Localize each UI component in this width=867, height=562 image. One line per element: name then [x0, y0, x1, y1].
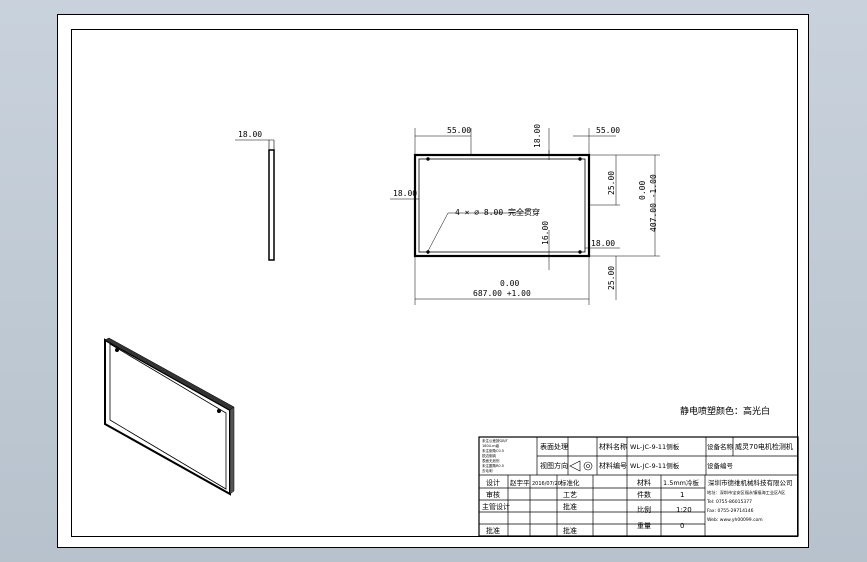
tb-approve2-label: 批准	[486, 526, 500, 535]
tb-equipment-no-label: 设备编号	[707, 461, 734, 470]
tb-partno: WL-JC-9-11侧板	[630, 461, 680, 470]
tb-design-date: 2016/07/20	[532, 481, 561, 487]
hole-bottom-right	[578, 250, 582, 254]
front-view-inner	[418, 158, 586, 253]
side-view-part	[268, 149, 275, 261]
tb-chief-label: 主管设计	[482, 502, 510, 511]
tb-note-5: 表面无划伤	[482, 458, 500, 463]
tb-address: 地址：深圳市宝安区福永镇福海工业区A区	[707, 489, 785, 496]
tb-version-label: 标准化	[560, 478, 580, 487]
projection-symbol-icon	[569, 460, 593, 472]
tb-web: Web: www.yh00099.com	[707, 517, 763, 523]
hole-callout: 4 × ⌀ 8.00 完全贯穿	[455, 207, 540, 217]
tb-equipment-name: 威灵70电机检测机	[735, 442, 793, 451]
drawing-sheet	[57, 14, 809, 548]
dim-width-total: 687.00 +1.00	[473, 289, 531, 298]
dim-right-25-top: 25.00	[607, 171, 616, 195]
tb-scale: 1:20	[676, 506, 692, 514]
tb-count-label: 件数	[637, 490, 651, 499]
tb-count: 1	[680, 491, 684, 499]
title-block	[478, 436, 799, 537]
tb-weight-label: 重量	[637, 522, 651, 530]
dim-top-left: 55.00	[447, 126, 471, 135]
dim-vertical-small-bottom: 16.00	[541, 221, 550, 245]
tb-tel: Tel: 0755-86015377	[706, 499, 752, 505]
dim-width-tol: 0.00	[500, 279, 519, 288]
dim-top-right: 55.00	[596, 126, 620, 135]
hole-bottom-left	[426, 250, 430, 254]
hole-top-right	[578, 157, 582, 161]
tb-approve-label: 批准	[563, 502, 577, 511]
tb-check-label: 审核	[486, 490, 500, 499]
tb-approve3-label: 批准	[563, 526, 577, 535]
front-view	[390, 128, 660, 305]
side-view	[235, 139, 275, 261]
iso-hole-1	[115, 348, 119, 352]
finish-note: 静电喷塑颜色：高光白	[680, 405, 770, 417]
tb-fax: Fax: 0755-29714146	[707, 508, 754, 514]
tb-surface-label: 表面处理	[540, 442, 568, 451]
tb-company: 深圳市德维机械科技有限公司	[708, 478, 793, 487]
dim-vertical-small-top: 18.00	[533, 124, 542, 148]
tb-craft-label: 工艺	[563, 491, 577, 499]
tb-design-name: 赵宇平	[510, 478, 530, 487]
tb-note-2: 1804-m级	[482, 443, 500, 448]
tb-material-label: 材料名称	[599, 442, 627, 451]
tb-weight: 0	[680, 522, 684, 530]
dim-height-total: 407.00 -1.00	[649, 174, 658, 232]
isometric-view	[104, 337, 235, 496]
tb-spec: 1.5mm冷板	[663, 478, 700, 487]
tb-note-7: 去毛刺	[482, 468, 493, 473]
tb-note-3: 未注倒角C0.5	[482, 448, 504, 453]
tb-standard-label: 视图方向	[540, 461, 568, 470]
tb-material-code: WL-JC-9-11侧板	[630, 442, 680, 451]
dim-height-tol: 0.00	[638, 181, 647, 200]
tb-note-6: 未注圆角R0.5	[482, 463, 504, 468]
tb-partno-label: 材料编号	[599, 461, 627, 470]
hole-top-left	[426, 157, 430, 161]
tb-scale-label: 比例	[637, 505, 651, 514]
tb-note-4: 锐边倒钝	[482, 453, 496, 458]
dim-right-inset: 18.00	[591, 239, 615, 248]
tb-note-1: 未注公差按GB/T	[482, 438, 509, 443]
tb-design-label: 设计	[486, 478, 500, 487]
dim-side-thickness: 18.00	[238, 130, 262, 139]
iso-hole-2	[217, 409, 221, 413]
dim-left-inset: 18.00	[393, 189, 417, 198]
drawing-frame	[71, 29, 798, 537]
tb-equipment-label: 设备名称	[707, 442, 734, 451]
dim-right-25-bottom: 25.00	[607, 266, 616, 290]
front-view-outer	[413, 153, 591, 258]
tb-spec-label: 材料	[637, 478, 651, 487]
